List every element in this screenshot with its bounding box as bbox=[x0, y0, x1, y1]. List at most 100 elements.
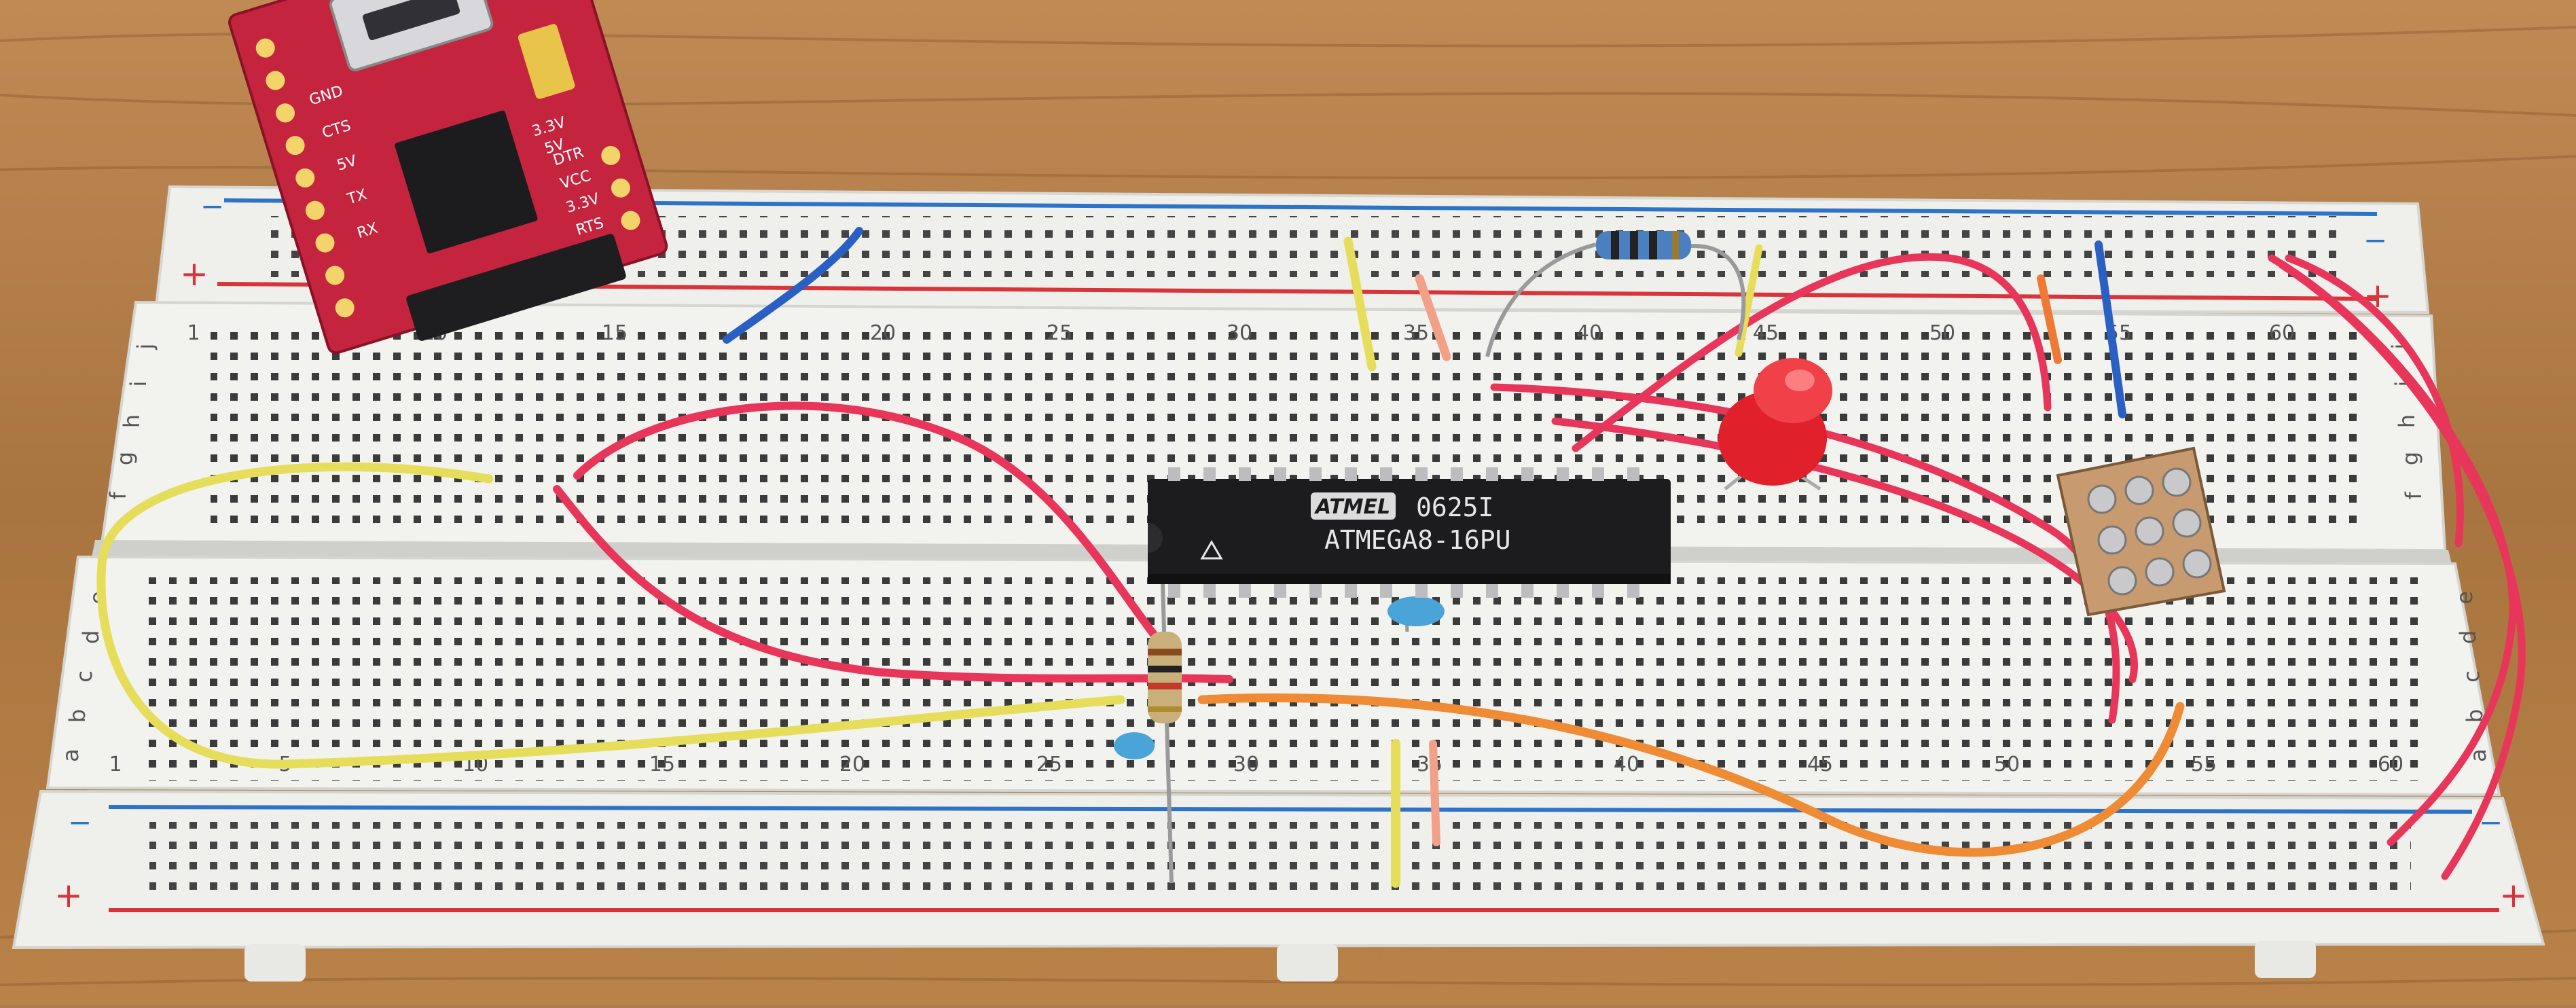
chip-pin bbox=[1380, 584, 1392, 598]
chip-pin bbox=[1274, 584, 1286, 598]
chip-pin bbox=[1345, 467, 1357, 481]
chip-pin bbox=[1345, 584, 1357, 598]
orange-jumper-top bbox=[2037, 274, 2062, 364]
top-column-number: 1 bbox=[187, 321, 200, 345]
capacitor-near-resistor bbox=[1114, 732, 1155, 759]
top-rail-plus-left: + bbox=[180, 254, 208, 293]
chip-pin bbox=[1168, 584, 1180, 598]
chip-pin bbox=[1486, 584, 1498, 598]
chip-pin bbox=[1203, 584, 1216, 598]
top-column-number: 30 bbox=[1227, 321, 1252, 345]
chip-pin bbox=[1239, 584, 1251, 598]
chip-pin bbox=[1592, 584, 1604, 598]
capacitor-under-chip bbox=[1387, 596, 1445, 632]
top-row-letter: h bbox=[119, 414, 145, 428]
chip-pin bbox=[1309, 584, 1322, 598]
top-row-letter-right: f bbox=[2401, 492, 2427, 500]
top-rail-minus-right: − bbox=[2363, 223, 2387, 257]
chip-pin bbox=[1627, 584, 1639, 598]
chip-pin bbox=[1557, 467, 1569, 481]
chip-pin bbox=[1380, 467, 1392, 481]
red-wire-led-1 bbox=[1490, 383, 2120, 724]
chip-pin bbox=[1168, 467, 1180, 481]
chip-pin bbox=[1521, 467, 1534, 481]
chip-date-code: 0625I bbox=[1416, 492, 1493, 522]
bottom-column-number: 15 bbox=[649, 753, 675, 776]
bottom-rail-blue-line bbox=[108, 805, 2473, 814]
blue-wire-top-left bbox=[723, 227, 863, 344]
bottom-row-letter: d bbox=[78, 630, 104, 644]
resistor-vertical bbox=[1148, 583, 1182, 884]
salmon-jumper-bottom bbox=[1429, 740, 1440, 846]
atmega-chip: ATMEL 0625I ATMEGA8-16PU bbox=[1148, 467, 1671, 598]
top-row-letter: f bbox=[105, 492, 131, 500]
top-row-letter-right: h bbox=[2394, 414, 2420, 428]
bottom-column-number: 40 bbox=[1614, 753, 1639, 776]
top-row-letter-right: j bbox=[2387, 344, 2413, 350]
chip-part-number: ATMEGA8-16PU bbox=[1324, 525, 1511, 555]
chip-pin bbox=[1203, 467, 1216, 481]
chip-pin bbox=[1309, 467, 1322, 481]
chip-pin bbox=[1415, 467, 1428, 481]
bottom-row-letter-right: e bbox=[2452, 591, 2478, 605]
chip-pin bbox=[1592, 467, 1604, 481]
top-column-number: 20 bbox=[870, 321, 896, 345]
red-wire-led-2 bbox=[1551, 417, 2138, 683]
top-row-letter: j bbox=[132, 344, 158, 350]
pcb-pads bbox=[255, 38, 640, 318]
breadboard-foot-left bbox=[244, 944, 306, 982]
top-column-number: 15 bbox=[602, 321, 628, 345]
ftdi-pin-header bbox=[406, 234, 626, 341]
breadboard-foot-middle bbox=[1277, 944, 1338, 982]
red-led bbox=[1718, 358, 1832, 491]
bottom-row-letter-right: c bbox=[2459, 670, 2484, 683]
atmel-logo bbox=[1311, 492, 1396, 520]
bottom-column-number: 45 bbox=[1807, 753, 1833, 776]
blue-jumper-top-right bbox=[2094, 240, 2126, 418]
top-column-number: 35 bbox=[1403, 321, 1429, 345]
orange-wire-long bbox=[1197, 693, 2185, 857]
top-rail-minus-left: − bbox=[200, 190, 224, 223]
bottom-row-letter: a bbox=[58, 749, 84, 762]
top-column-number: 25 bbox=[1047, 321, 1072, 345]
red-wire-upper-loop bbox=[573, 401, 1172, 656]
chip-pin bbox=[1451, 467, 1463, 481]
chip-pin bbox=[1415, 584, 1428, 598]
bottom-column-number: 30 bbox=[1233, 753, 1259, 776]
bottom-column-number: 50 bbox=[1994, 753, 2020, 776]
top-row-letter: i bbox=[126, 381, 151, 387]
ftdi-ic bbox=[395, 110, 538, 254]
chip-pin bbox=[1239, 467, 1251, 481]
chip-pin bbox=[1557, 584, 1569, 598]
bottom-row-letter-right: d bbox=[2455, 630, 2481, 644]
salmon-jumper-top bbox=[1415, 274, 1451, 361]
chip-pin bbox=[1274, 467, 1286, 481]
atmel-logo-text: ATMEL bbox=[1314, 495, 1390, 519]
bottom-row-letter: c bbox=[71, 670, 97, 683]
yellow-jumper-top-1 bbox=[1343, 236, 1377, 372]
red-wire-right-2 bbox=[2278, 261, 2526, 880]
chip-pins bbox=[1168, 467, 1639, 598]
chip-triangle-mark bbox=[1200, 540, 1223, 560]
top-column-number: 60 bbox=[2269, 321, 2295, 345]
top-column-number: 50 bbox=[1929, 321, 1955, 345]
top-row-letter-right: i bbox=[2391, 381, 2416, 387]
bottom-column-number: 60 bbox=[2378, 753, 2403, 776]
bottom-rail-plus-right: + bbox=[2499, 876, 2528, 915]
chip-pin bbox=[1486, 467, 1498, 481]
bottom-column-number: 1 bbox=[109, 753, 122, 776]
chip-pin bbox=[1627, 467, 1639, 481]
icsp-header-module bbox=[2056, 446, 2226, 617]
bottom-rail-minus-left: − bbox=[68, 806, 92, 839]
bottom-row-letter: b bbox=[65, 709, 90, 723]
bottom-rail-holes bbox=[149, 822, 2411, 900]
chip-pin bbox=[1451, 584, 1463, 598]
top-column-number: 45 bbox=[1753, 321, 1779, 345]
breadboard-foot-right bbox=[2255, 941, 2316, 978]
bottom-column-number: 25 bbox=[1036, 753, 1062, 776]
red-wire-lower-loop bbox=[553, 485, 1233, 683]
